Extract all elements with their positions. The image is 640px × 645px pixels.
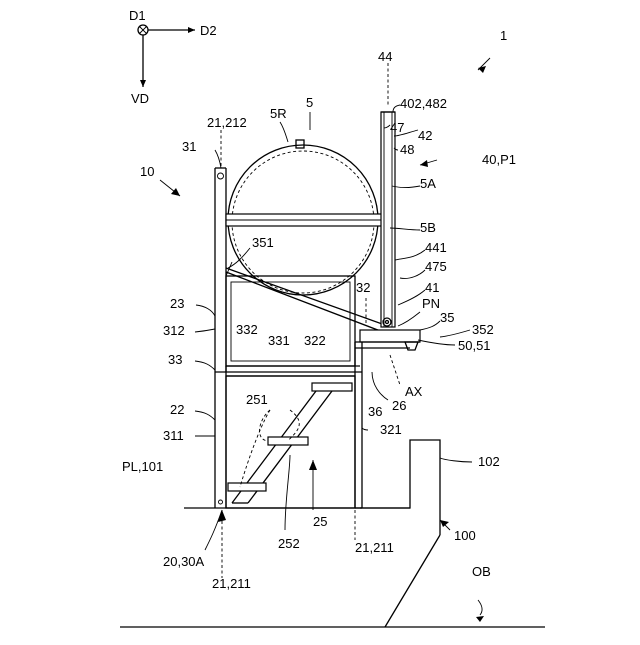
ref-label-5: 5 bbox=[306, 95, 313, 110]
ref-label-23: 23 bbox=[170, 296, 184, 311]
ref-label-21-211-left: 21,211 bbox=[212, 576, 251, 591]
ref-label-312: 312 bbox=[163, 323, 185, 338]
ref-label-5r: 5R bbox=[270, 106, 287, 121]
ref-label-36: 36 bbox=[368, 404, 382, 419]
ref-label-100: 100 bbox=[454, 528, 476, 543]
ref-label-44: 44 bbox=[378, 49, 392, 64]
ref-label-32: 32 bbox=[356, 280, 370, 295]
ref-label-48: 48 bbox=[400, 142, 414, 157]
ref-label-475: 475 bbox=[425, 259, 447, 274]
tank bbox=[226, 140, 382, 295]
ref-label-42: 42 bbox=[418, 128, 432, 143]
left-post bbox=[215, 168, 226, 508]
ref-label-50-51: 50,51 bbox=[458, 338, 491, 353]
ref-label-pl-101: PL,101 bbox=[122, 459, 163, 474]
direction-axes: D1 D2 VD bbox=[129, 8, 217, 106]
ref-label-20-30a: 20,30A bbox=[163, 554, 205, 569]
ref-label-47: 47 bbox=[390, 120, 404, 135]
ref-label-332: 332 bbox=[236, 322, 258, 337]
axis-d2-label: D2 bbox=[200, 23, 217, 38]
ref-label-321: 321 bbox=[380, 422, 402, 437]
ref-label-5a: 5A bbox=[420, 176, 436, 191]
right-post bbox=[355, 340, 362, 508]
ref-label-41: 41 bbox=[425, 280, 439, 295]
ref-label-252: 252 bbox=[278, 536, 300, 551]
reference-labels: 1 44 402,482 5 5R 21,212 31 47 42 48 40,… bbox=[122, 28, 516, 591]
ref-label-331: 331 bbox=[268, 333, 290, 348]
ref-label-25: 25 bbox=[313, 514, 327, 529]
ref-label-402-482: 402,482 bbox=[400, 96, 447, 111]
ref-label-351: 351 bbox=[252, 235, 274, 250]
ref-label-251: 251 bbox=[246, 392, 268, 407]
ref-label-102: 102 bbox=[478, 454, 500, 469]
ref-label-21-212: 21,212 bbox=[207, 115, 247, 130]
ref-label-22: 22 bbox=[170, 402, 184, 417]
ref-label-5b: 5B bbox=[420, 220, 436, 235]
axis-vd-label: VD bbox=[131, 91, 149, 106]
ref-label-ob: OB bbox=[472, 564, 491, 579]
ref-label-1: 1 bbox=[500, 28, 507, 43]
ref-label-26: 26 bbox=[392, 398, 406, 413]
ref-label-21-211-right: 21,211 bbox=[355, 540, 394, 555]
ref-label-35: 35 bbox=[440, 310, 454, 325]
bracket-35 bbox=[355, 330, 420, 370]
ref-label-ax: AX bbox=[405, 384, 423, 399]
ref-label-pn: PN bbox=[422, 296, 440, 311]
ref-label-40-p1: 40,P1 bbox=[482, 152, 516, 167]
ref-label-10: 10 bbox=[140, 164, 154, 179]
right-column bbox=[381, 112, 395, 327]
axis-d1-label: D1 bbox=[129, 8, 146, 23]
ref-label-441: 441 bbox=[425, 240, 447, 255]
ref-label-33: 33 bbox=[168, 352, 182, 367]
ref-label-311: 311 bbox=[163, 428, 184, 443]
obstacle-102 bbox=[360, 440, 440, 627]
ref-label-352: 352 bbox=[472, 322, 494, 337]
ref-label-31: 31 bbox=[182, 139, 196, 154]
ref-label-322: 322 bbox=[304, 333, 326, 348]
